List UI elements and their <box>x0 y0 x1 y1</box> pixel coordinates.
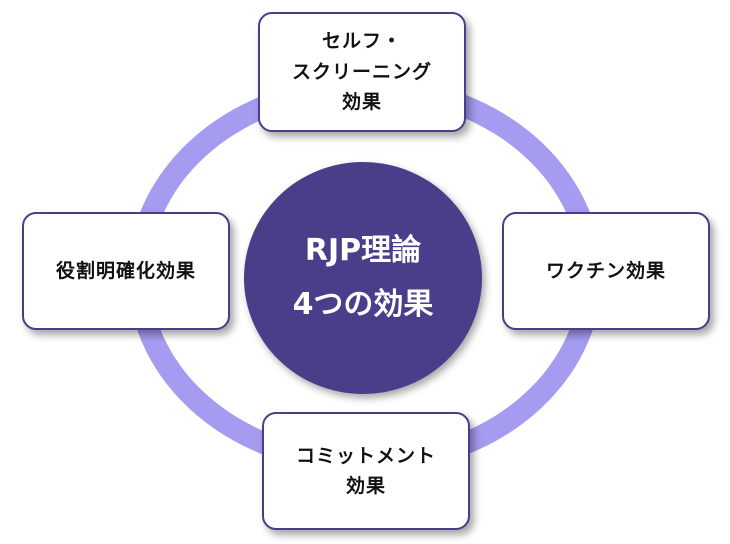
effect-label-vaccine: ワクチン効果 <box>545 259 666 282</box>
effect-label-role-clarification: 役割明確化効果 <box>55 259 196 282</box>
effect-box-role-clarification: 役割明確化効果 <box>22 212 230 330</box>
center-subtitle: 4つの効果 <box>292 287 434 322</box>
effect-label-commitment: コミットメント 効果 <box>295 444 436 497</box>
effect-box-self-screening: セルフ・ スクリーニング 効果 <box>258 12 466 132</box>
effect-box-vaccine: ワクチン効果 <box>502 212 710 330</box>
center-title: RJP理論 <box>304 233 422 268</box>
center-circle: RJP理論 4つの効果 <box>244 162 482 394</box>
effect-box-commitment: コミットメント 効果 <box>262 412 470 530</box>
effect-label-self-screening: セルフ・ スクリーニング 効果 <box>291 30 432 114</box>
